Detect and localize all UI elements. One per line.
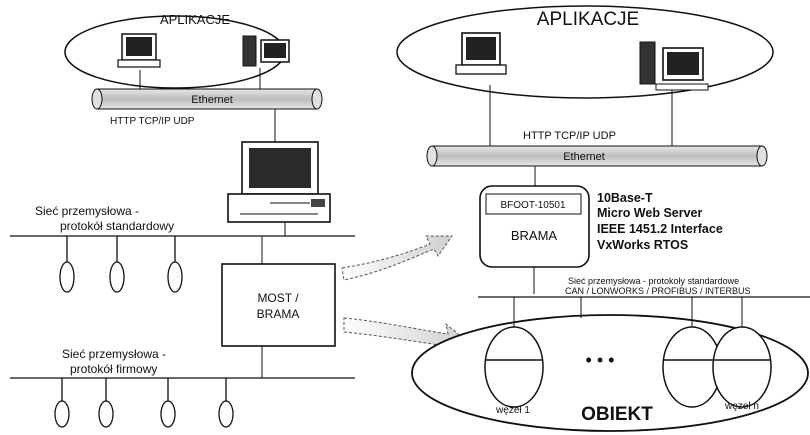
feature-1: 10Base-T bbox=[597, 191, 653, 205]
left-protocols-label: HTTP TCP/IP UDP bbox=[110, 116, 195, 127]
left-firm-net-label-2: protokół firmowy bbox=[70, 362, 157, 376]
right-protocols-label: HTTP TCP/IP UDP bbox=[523, 130, 616, 142]
left-standard-net-label-1: Sieć przemysłowa - bbox=[35, 204, 139, 218]
right-gateway-model: BFOOT-10501 bbox=[500, 200, 565, 211]
transition-arrows bbox=[342, 236, 468, 356]
right-ethernet-label: Ethernet bbox=[563, 151, 605, 163]
feature-4: VxWorks RTOS bbox=[597, 238, 688, 252]
left-firm-net-label-1: Sieć przemysłowa - bbox=[62, 347, 166, 361]
left-pc-icon-1 bbox=[118, 34, 160, 67]
left-bridge-label-2: BRAMA bbox=[257, 307, 300, 321]
left-bridge-label-1: MOST / bbox=[257, 291, 299, 305]
left-applications-title: APLIKACJE bbox=[160, 12, 230, 27]
node-n-ellipse bbox=[713, 327, 771, 407]
left-pc-icon-2 bbox=[243, 36, 289, 66]
left-ethernet-label: Ethernet bbox=[191, 94, 233, 106]
arrow-to-gateway bbox=[342, 236, 452, 280]
right-node-n-label: węzeł n bbox=[724, 401, 759, 412]
right-node-ellipsis: • • • bbox=[586, 350, 615, 370]
right-applications-title: APLIKACJE bbox=[537, 9, 639, 30]
left-bridge-box bbox=[222, 264, 335, 346]
left-standard-net-label-2: protokół standardowy bbox=[60, 219, 174, 233]
right-net-label-1: Sieć przemysłowa - protokoły standardowe bbox=[568, 276, 739, 286]
feature-3: IEEE 1451.2 Interface bbox=[597, 222, 723, 236]
feature-2: Micro Web Server bbox=[597, 206, 703, 220]
left-standard-nodes bbox=[60, 236, 182, 292]
right-net-label-2: CAN / LONWORKS / PROFIBUS / INTERBUS bbox=[565, 286, 751, 296]
right-object-label: OBIEKT bbox=[581, 404, 653, 425]
right-diagram: APLIKACJE HTTP TCP/IP UDP Ethernet BFOOT… bbox=[397, 6, 810, 431]
right-pc-icon-1 bbox=[456, 33, 506, 74]
left-diagram: APLIKACJE Ethernet HTTP TCP/IP UDP Si bbox=[10, 12, 355, 427]
right-node-1-label: węzeł 1 bbox=[495, 405, 530, 416]
right-gateway-label: BRAMA bbox=[511, 228, 558, 243]
left-ethernet-pipe: Ethernet bbox=[92, 89, 322, 109]
node-1-ellipse bbox=[485, 327, 543, 407]
right-ethernet-pipe: Ethernet bbox=[427, 146, 767, 166]
left-firm-nodes bbox=[55, 378, 233, 427]
right-gateway-features: 10Base-T Micro Web Server IEEE 1451.2 In… bbox=[597, 191, 723, 252]
left-server-pc-icon bbox=[228, 142, 330, 222]
